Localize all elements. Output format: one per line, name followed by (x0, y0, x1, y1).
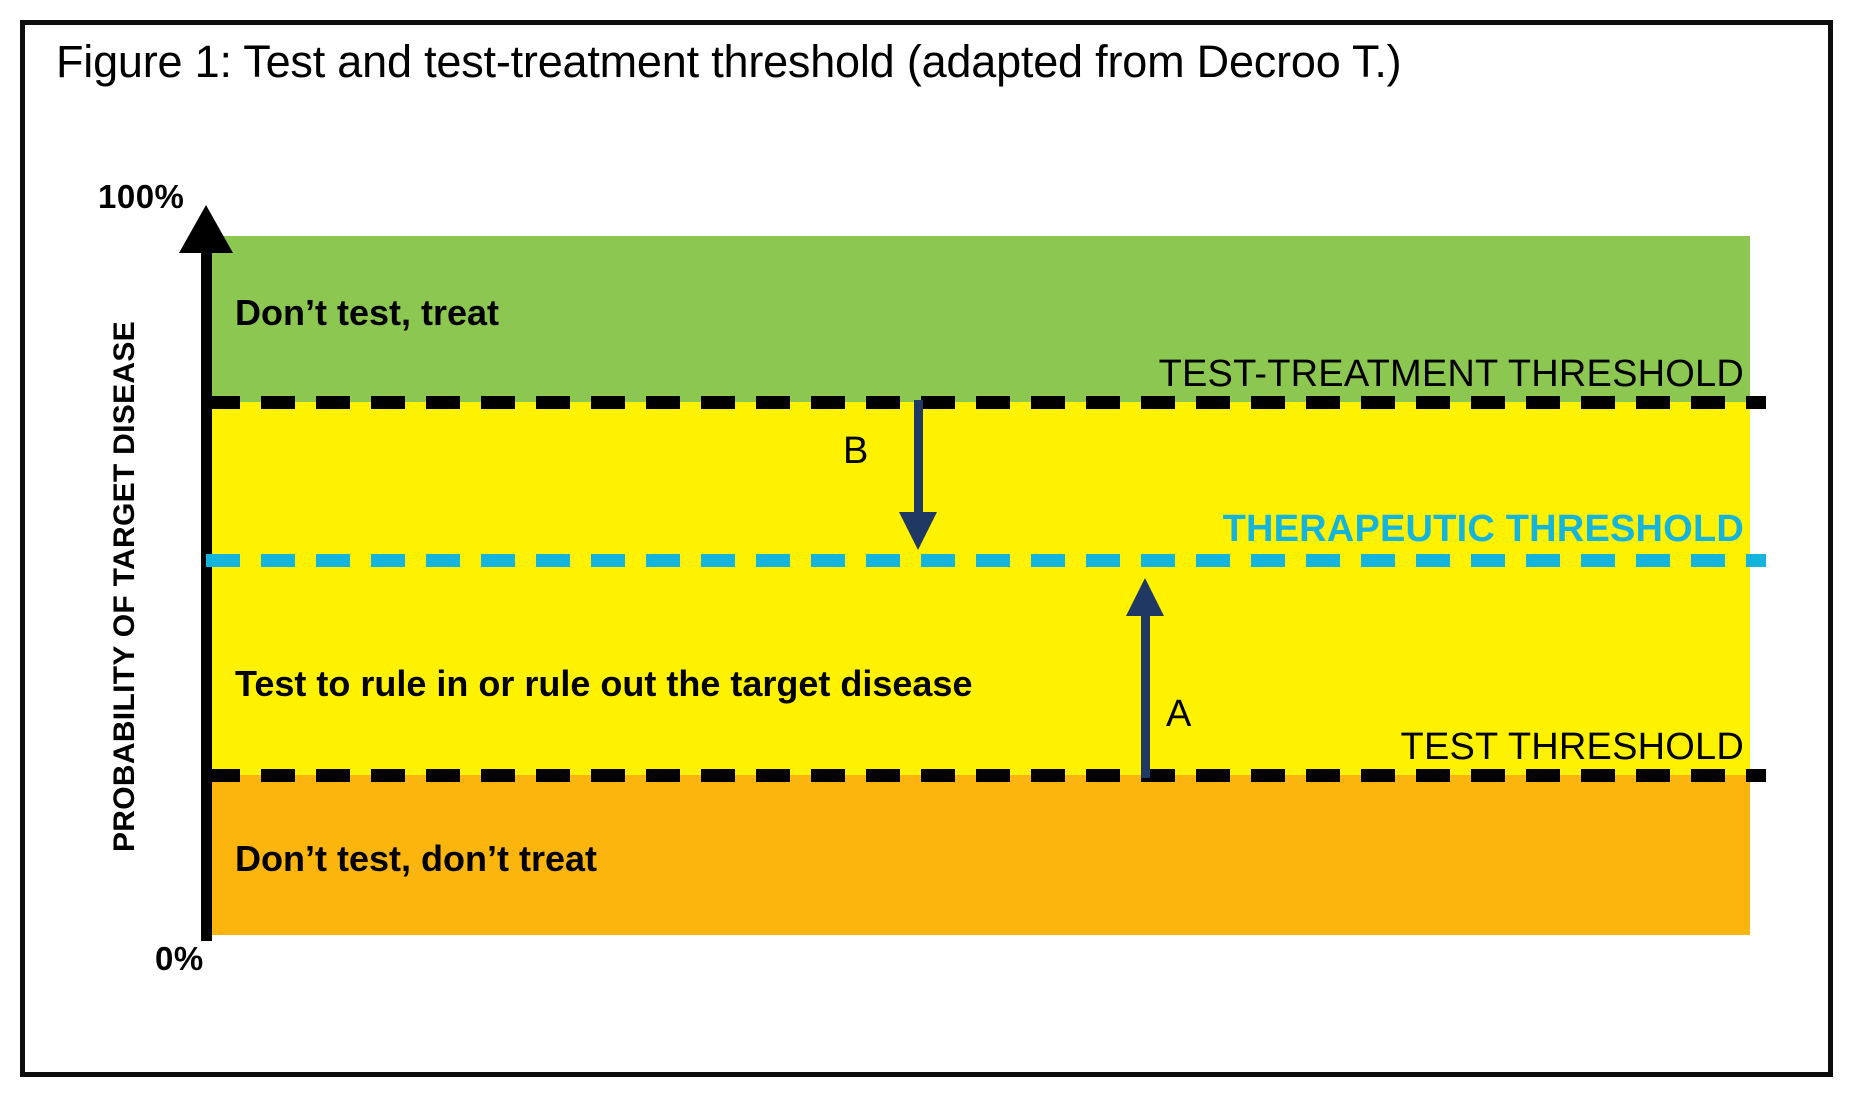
arrow-down-icon (899, 512, 937, 550)
arrow-up-icon (1126, 578, 1164, 616)
test-threshold-label: TEST THRESHOLD (1400, 726, 1744, 768)
therapeutic-threshold-line (206, 554, 1766, 567)
arrow-a-label: A (1166, 693, 1192, 735)
test-treatment-threshold-label: TEST-TREATMENT THRESHOLD (1158, 353, 1744, 395)
zone-label-dont-test-treat: Don’t test, treat (235, 292, 500, 333)
test-threshold-line (206, 769, 1766, 782)
y-axis-line (201, 243, 212, 941)
arrow-b-shaft (914, 400, 923, 518)
y-axis-min-label: 0% (155, 940, 204, 977)
y-axis-arrow-icon (179, 205, 233, 253)
band-test-to-rule (212, 402, 1750, 775)
y-axis-title: PROBABILITY OF TARGET DISEASE (108, 321, 141, 852)
arrow-b-label: B (843, 430, 869, 472)
therapeutic-threshold-label: THERAPEUTIC THRESHOLD (1222, 508, 1744, 550)
zone-label-dont-test-dont-treat: Don’t test, don’t treat (235, 838, 597, 879)
test-treatment-threshold-line (206, 396, 1766, 409)
band-dont-test-treat (212, 236, 1750, 402)
y-axis-max-label: 100% (98, 178, 185, 215)
zone-label-test-to-rule: Test to rule in or rule out the target d… (235, 663, 973, 704)
band-dont-test-dont-treat (212, 775, 1750, 935)
arrow-a-shaft (1141, 613, 1150, 778)
figure-title: Figure 1: Test and test-treatment thresh… (56, 36, 1402, 87)
